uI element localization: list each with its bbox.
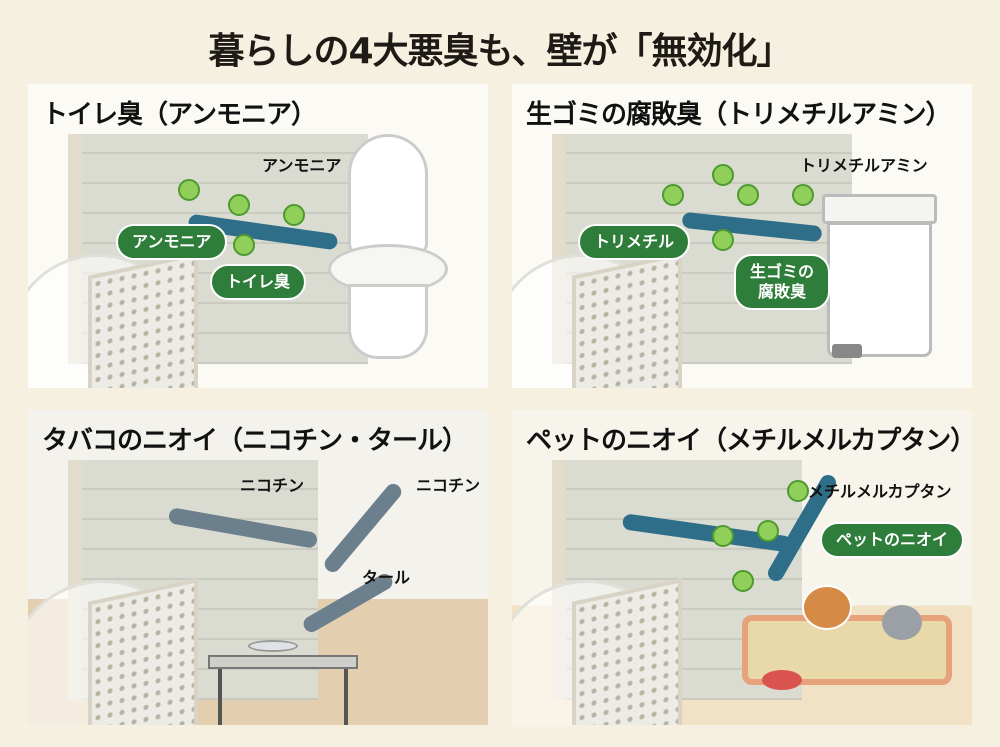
molecule-icon	[712, 525, 734, 547]
molecule-icon	[757, 520, 779, 542]
odor-pill: トイレ臭	[210, 264, 307, 300]
panel-title: タバコのニオイ（ニコチン・タール）	[42, 426, 468, 456]
odor-flow-arrow	[321, 480, 405, 576]
page-title: 暮らしの4大悪臭も、壁が「無効化」	[208, 31, 793, 72]
odor-pill: アンモニア	[116, 224, 228, 260]
molecule-label: トリメチルアミン	[800, 156, 928, 175]
odor-pill: トリメチル	[578, 224, 691, 260]
molecule-icon	[712, 164, 734, 186]
panel-tobacco-odor: タバコのニオイ（ニコチン・タール） ニコチン ニコチン タール	[28, 410, 488, 725]
odor-pill: ペットのニオイ	[820, 522, 965, 558]
particle-label: ニコチン	[240, 476, 305, 495]
particle-label: ニコチン	[416, 476, 481, 495]
molecule-icon	[662, 184, 684, 206]
wall-cross-section	[88, 252, 198, 388]
wall-cross-section	[572, 578, 682, 725]
panel-garbage-odor: 生ゴミの腐敗臭（トリメチルアミン） トリメチルアミン トリメチル 生ゴミの 腐敗…	[512, 84, 972, 388]
trash-can-illustration	[822, 194, 937, 364]
toilet-illustration	[328, 134, 448, 364]
odor-pill: 生ゴミの 腐敗臭	[734, 254, 831, 310]
molecule-icon	[732, 570, 754, 592]
panel-pet-odor: ペットのニオイ（メチルメルカプタン） メチルメルカプタン ペットのニオイ	[512, 410, 972, 725]
molecule-icon	[283, 204, 305, 226]
molecule-icon	[233, 234, 255, 256]
panel-title: ペットのニオイ（メチルメルカプタン）	[526, 426, 972, 456]
side-table-with-ashtray	[208, 635, 358, 725]
molecule-icon	[787, 480, 809, 502]
molecule-label: メチルメルカプタン	[808, 482, 952, 501]
molecule-icon	[792, 184, 814, 206]
pet-bed-with-dog-and-cat	[742, 585, 952, 695]
particle-label: タール	[362, 568, 411, 587]
panel-title: トイレ臭（アンモニア）	[42, 100, 317, 130]
molecule-label: アンモニア	[262, 156, 342, 175]
panel-toilet-odor: トイレ臭（アンモニア） アンモニア アンモニア トイレ臭	[28, 84, 488, 388]
molecule-icon	[228, 194, 250, 216]
wall-cross-section	[88, 578, 198, 725]
molecule-icon	[178, 179, 200, 201]
molecule-icon	[712, 229, 734, 251]
wall-cross-section	[572, 252, 682, 388]
molecule-icon	[737, 184, 759, 206]
panel-title: 生ゴミの腐敗臭（トリメチルアミン）	[526, 100, 951, 130]
